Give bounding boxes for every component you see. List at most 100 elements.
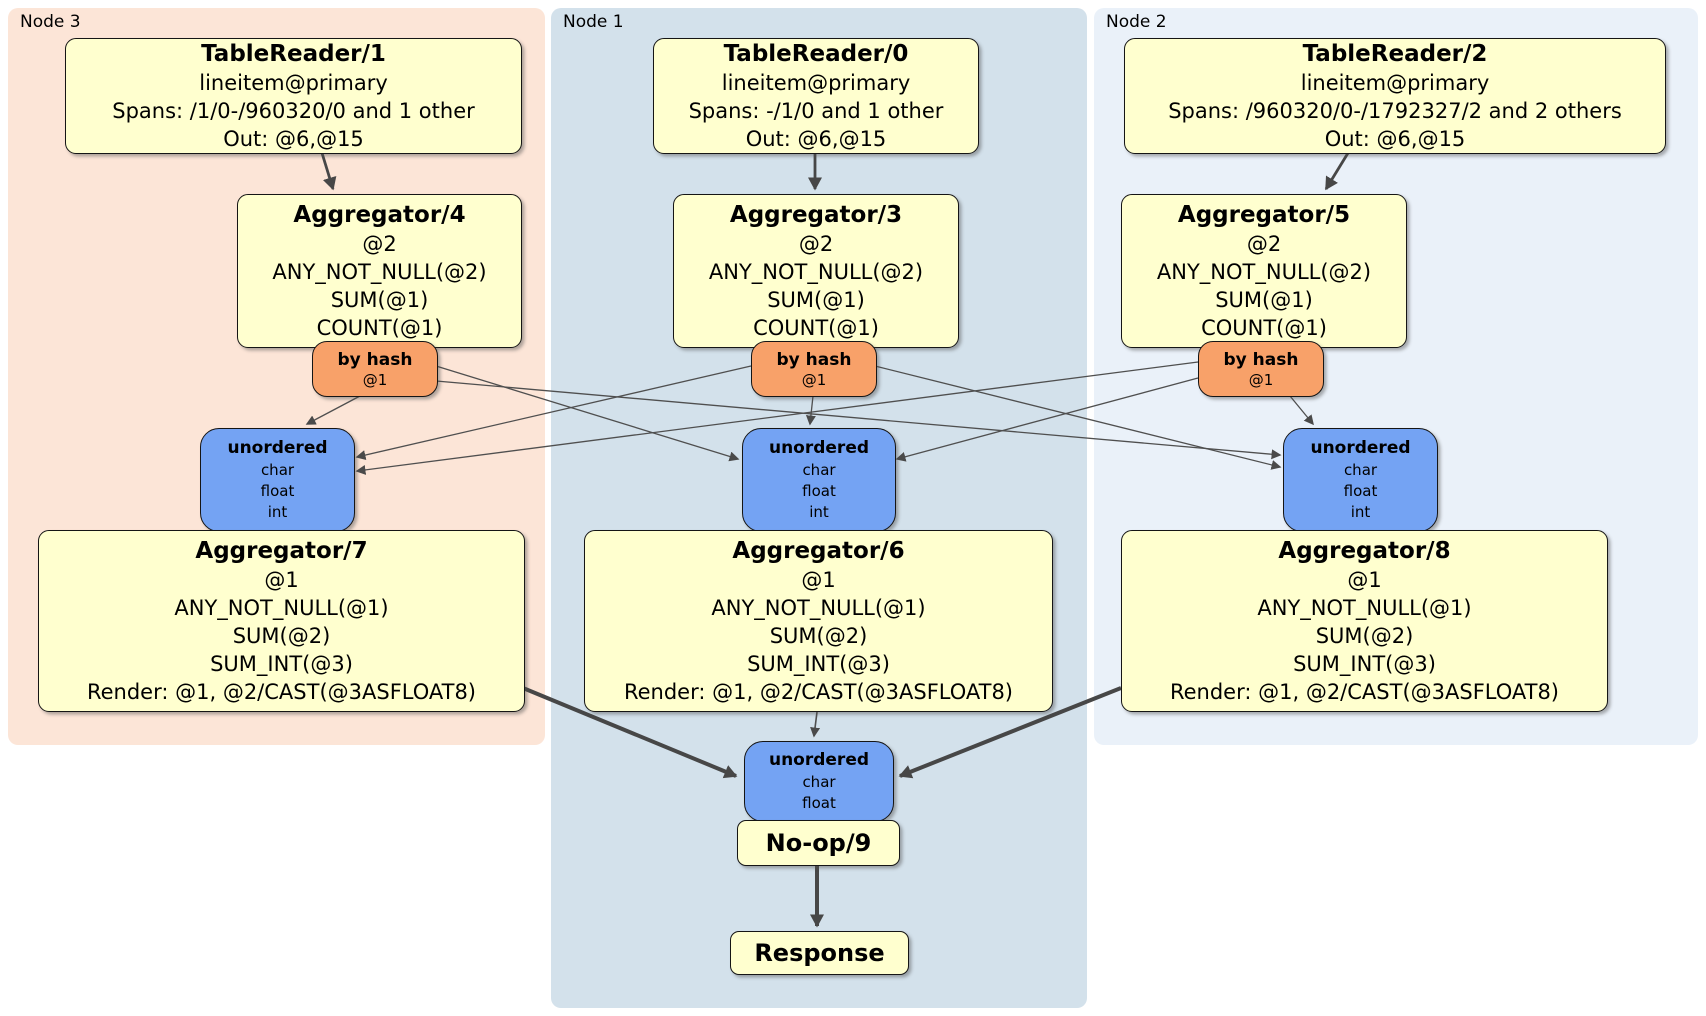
processor-title: TableReader/1 xyxy=(201,41,386,67)
hash-router: by hash @1 xyxy=(751,341,877,397)
edge-agg6-final xyxy=(810,711,821,738)
agg-line: SUM_INT(@3) xyxy=(747,652,890,676)
agg-line: SUM(@1) xyxy=(1215,288,1313,312)
edge-tr1-agg4 xyxy=(320,152,337,191)
out-columns: Out: @6,@15 xyxy=(745,127,887,151)
router-title: by hash xyxy=(1223,349,1299,370)
out-columns: Out: @6,@15 xyxy=(223,127,364,151)
agg-line: ANY_NOT_NULL(@1) xyxy=(1257,596,1472,620)
agg-line: @1 xyxy=(264,568,299,592)
unordered-sync: unordered char float int xyxy=(1283,428,1438,532)
agg-render-line: Render: @1, @2/CAST(@3ASFLOAT8) xyxy=(1169,680,1560,704)
agg-line: @2 xyxy=(1246,232,1282,256)
agg-line: SUM_INT(@3) xyxy=(210,652,353,676)
agg-line: SUM(@2) xyxy=(769,624,868,648)
aggregator-box: Aggregator/4 @2 ANY_NOT_NULL(@2) SUM(@1)… xyxy=(237,194,522,348)
table-reader-box: TableReader/0 lineitem@primary Spans: -/… xyxy=(653,38,979,154)
agg-line: SUM_INT(@3) xyxy=(1293,652,1436,676)
agg-line: ANY_NOT_NULL(@1) xyxy=(711,596,926,620)
router-title: by hash xyxy=(776,349,852,370)
edge-tr2-agg5 xyxy=(1324,152,1350,191)
sync-title: unordered xyxy=(1310,438,1411,458)
spans: Spans: /1/0-/960320/0 and 1 other xyxy=(112,99,475,123)
sync-type: float xyxy=(1343,482,1378,500)
sync-type: char xyxy=(802,773,836,791)
agg-line: ANY_NOT_NULL(@2) xyxy=(1156,260,1372,284)
agg-line: @2 xyxy=(798,232,834,256)
agg-line: ANY_NOT_NULL(@1) xyxy=(174,596,389,620)
edge-hash3-sync8 xyxy=(874,365,1282,470)
aggregator-box: Aggregator/6 @1 ANY_NOT_NULL(@1) SUM(@2)… xyxy=(584,530,1053,712)
edge-agg8-final xyxy=(898,686,1122,779)
processor-title: Aggregator/7 xyxy=(195,538,368,564)
sync-type: int xyxy=(267,503,288,521)
router-key: @1 xyxy=(1248,370,1274,389)
aggregator-box: Aggregator/8 @1 ANY_NOT_NULL(@1) SUM(@2)… xyxy=(1121,530,1608,712)
edge-hash3-sync6 xyxy=(805,395,816,426)
edge-hash5-sync6 xyxy=(895,377,1199,462)
edge-hash5-sync7 xyxy=(355,361,1199,475)
router-key: @1 xyxy=(362,370,388,389)
agg-render-line: Render: @1, @2/CAST(@3ASFLOAT8) xyxy=(623,680,1014,704)
processor-title: Aggregator/5 xyxy=(1177,202,1351,228)
processor-title: TableReader/2 xyxy=(1302,41,1488,67)
processor-title: TableReader/0 xyxy=(723,41,909,67)
table-reader-box: TableReader/2 lineitem@primary Spans: /9… xyxy=(1124,38,1666,154)
node-label: Node 3 xyxy=(20,12,81,32)
edge-hash4-sync6 xyxy=(435,365,740,462)
router-title: by hash xyxy=(337,349,413,370)
node-label: Node 2 xyxy=(1106,12,1167,32)
sync-title: unordered xyxy=(768,438,870,458)
agg-line: SUM(@1) xyxy=(330,288,429,312)
spans: Spans: -/1/0 and 1 other xyxy=(688,99,944,123)
noop-box: No-op/9 xyxy=(737,820,900,866)
edge-hash5-sync8 xyxy=(1289,395,1314,426)
aggregator-box: Aggregator/5 @2 ANY_NOT_NULL(@2) SUM(@1)… xyxy=(1121,194,1407,348)
sync-type: char xyxy=(1343,461,1378,479)
processor-title: Response xyxy=(754,939,885,967)
node-label: Node 1 xyxy=(563,12,624,32)
hash-router: by hash @1 xyxy=(1198,341,1324,397)
agg-line: ANY_NOT_NULL(@2) xyxy=(708,260,924,284)
agg-line: SUM(@1) xyxy=(767,288,865,312)
spans: Spans: /960320/0-/1792327/2 and 2 others xyxy=(1168,99,1622,123)
edge-hash3-sync7 xyxy=(355,365,752,460)
sync-type: char xyxy=(260,461,295,479)
sync-type: float xyxy=(802,794,836,812)
hash-router: by hash @1 xyxy=(312,341,438,397)
processor-title: Aggregator/4 xyxy=(293,202,466,228)
agg-line: @2 xyxy=(362,232,397,256)
router-key: @1 xyxy=(801,370,827,389)
table-reader-box: TableReader/1 lineitem@primary Spans: /1… xyxy=(65,38,522,154)
processor-title: No-op/9 xyxy=(765,829,872,857)
agg-line: @1 xyxy=(801,568,836,592)
table-index: lineitem@primary xyxy=(1300,71,1490,95)
sync-type: float xyxy=(802,482,836,500)
final-unordered-sync: unordered char float xyxy=(744,741,894,822)
agg-line: COUNT(@1) xyxy=(753,316,879,340)
table-index: lineitem@primary xyxy=(199,71,388,95)
edge-agg7-final xyxy=(522,686,738,779)
agg-line: SUM(@2) xyxy=(1315,624,1414,648)
sync-title: unordered xyxy=(768,750,870,770)
response-box: Response xyxy=(730,931,909,975)
agg-line: @1 xyxy=(1347,568,1382,592)
aggregator-box: Aggregator/7 @1 ANY_NOT_NULL(@1) SUM(@2)… xyxy=(38,530,525,712)
agg-render-line: Render: @1, @2/CAST(@3ASFLOAT8) xyxy=(86,680,477,704)
agg-line: ANY_NOT_NULL(@2) xyxy=(272,260,487,284)
edge-hash4-sync8 xyxy=(435,380,1282,460)
agg-line: COUNT(@1) xyxy=(316,316,443,340)
edge-hash4-sync7 xyxy=(305,395,361,425)
unordered-sync: unordered char float int xyxy=(200,428,355,532)
processor-title: Aggregator/6 xyxy=(732,538,905,564)
sync-type: int xyxy=(1350,503,1371,521)
out-columns: Out: @6,@15 xyxy=(1324,127,1466,151)
sync-type: char xyxy=(802,461,836,479)
processor-title: Aggregator/8 xyxy=(1278,538,1451,564)
aggregator-box: Aggregator/3 @2 ANY_NOT_NULL(@2) SUM(@1)… xyxy=(673,194,959,348)
unordered-sync: unordered char float int xyxy=(742,428,896,532)
processor-title: Aggregator/3 xyxy=(729,202,903,228)
agg-line: SUM(@2) xyxy=(232,624,331,648)
